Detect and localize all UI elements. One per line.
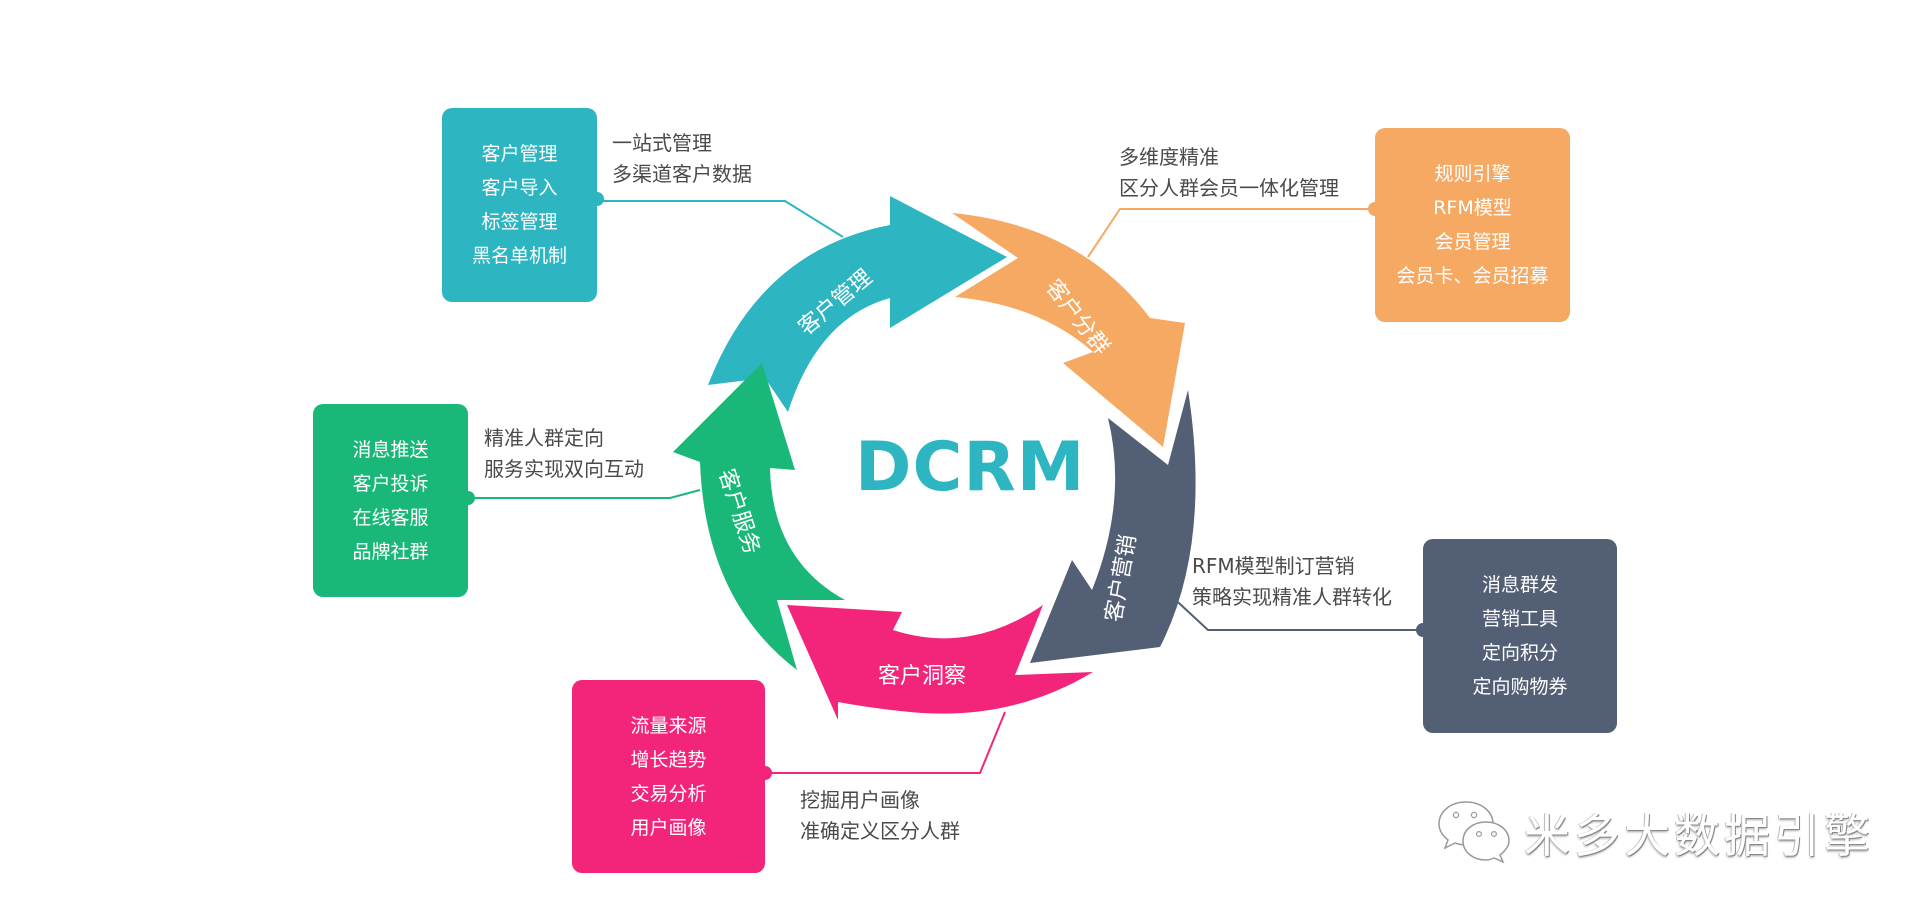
description-line: 区分人群会员一体化管理 [1119,176,1339,200]
description-customer-insight: 挖掘用户画像 准确定义区分人群 [800,785,960,847]
center-title: DCRM [855,428,1086,507]
description-line: 精准人群定向 [484,426,604,450]
feature-item: 在线客服 [352,506,429,529]
connector-line-green [468,489,701,499]
description-line: RFM模型制订营销 [1192,554,1355,578]
feature-item: 消息群发 [1481,574,1558,596]
feature-item: 黑名单机制 [471,245,567,267]
description-line: 多渠道客户数据 [612,162,752,186]
feature-item: 增长趋势 [630,748,707,771]
feature-item: 交易分析 [630,782,707,805]
description-line: 准确定义区分人群 [800,819,960,843]
description-line: 多维度精准 [1119,145,1219,169]
arrow-label-customer-insight: 客户洞察 [878,664,967,689]
feature-item: 定向积分 [1481,642,1558,664]
feature-item: 会员卡、会员招募 [1396,265,1549,287]
description-customer-service: 精准人群定向 服务实现双向互动 [484,423,644,485]
arrow-customer-management [708,196,1007,412]
description-customer-management: 一站式管理 多渠道客户数据 [612,128,752,190]
feature-item: 客户投诉 [352,472,429,495]
feature-item: RFM模型 [1433,197,1512,219]
feature-item: 消息推送 [352,438,429,461]
feature-box-customer-marketing: 消息群发 营销工具 定向积分 定向购物券 [1423,539,1617,733]
feature-item: 用户画像 [630,816,707,839]
feature-item: 品牌社群 [352,540,429,563]
connector-line-teal [597,200,844,238]
feature-item: 营销工具 [1481,608,1558,630]
feature-box-customer-management: 客户管理 客户导入 标签管理 黑名单机制 [442,108,597,302]
feature-item: 定向购物券 [1472,676,1568,698]
arrow-customer-segmentation [952,213,1185,447]
feature-item: 标签管理 [481,211,558,233]
connector-line-orange [1087,208,1375,258]
feature-box-customer-segmentation: 规则引擎 RFM模型 会员管理 会员卡、会员招募 [1375,128,1570,322]
arrow-customer-insight [787,605,1093,720]
arrow-customer-service [673,363,845,670]
feature-box-customer-insight: 流量来源 增长趋势 交易分析 用户画像 [572,680,765,873]
connector-line-slate [1166,591,1423,631]
arrow-customer-marketing [1030,390,1196,663]
feature-item: 流量来源 [630,714,707,737]
feature-item: 客户导入 [481,177,558,199]
description-line: 服务实现双向互动 [484,457,644,481]
description-line: 挖掘用户画像 [800,788,920,812]
description-line: 策略实现精准人群转化 [1192,585,1392,609]
watermark: 米多大数据引擎 [1436,798,1874,868]
wechat-icon [1438,801,1510,864]
feature-item: 客户管理 [481,143,558,165]
description-customer-segmentation: 多维度精准 区分人群会员一体化管理 [1119,142,1339,204]
description-line: 一站式管理 [612,131,712,155]
feature-item: 规则引擎 [1434,163,1511,185]
description-customer-marketing: RFM模型制订营销 策略实现精准人群转化 [1192,551,1392,613]
feature-item: 会员管理 [1434,231,1511,253]
watermark-text: 米多大数据引擎 [1524,809,1874,863]
connector-line-pink [765,711,1006,774]
feature-box-customer-service: 消息推送 客户投诉 在线客服 品牌社群 [313,404,468,597]
